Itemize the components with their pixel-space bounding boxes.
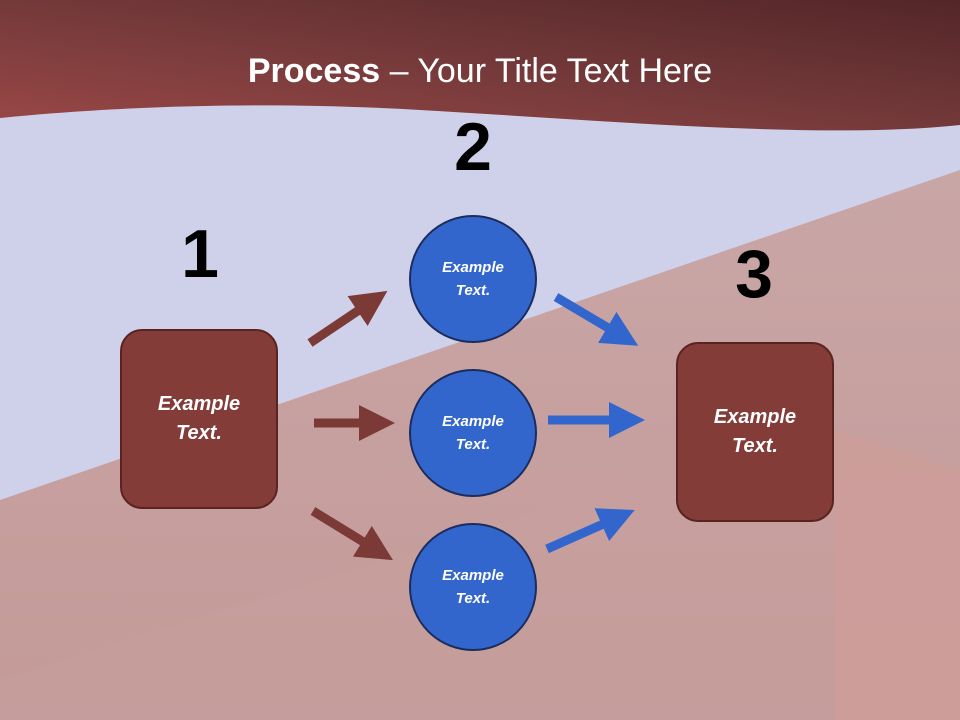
step-2-circle-1: Example Text.: [409, 215, 537, 343]
step-2-number: 2: [454, 109, 492, 185]
header-wave: [0, 0, 960, 131]
step-1-number: 1: [181, 216, 219, 292]
step-2-circle-2: Example Text.: [409, 369, 537, 497]
slide-title: Process – Your Title Text Here: [247, 52, 713, 90]
arrow-2a-to-3: [553, 293, 639, 346]
step-1-box: Example Text.: [120, 329, 278, 509]
step-3-box: Example Text.: [676, 342, 834, 522]
step-3-number: 3: [735, 236, 773, 312]
arrow-2c-to-3: [545, 508, 635, 554]
arrow-1-to-2c: [310, 507, 394, 561]
arrow-1-to-2a: [307, 290, 388, 347]
step-2-circle-3: Example Text.: [409, 523, 537, 651]
